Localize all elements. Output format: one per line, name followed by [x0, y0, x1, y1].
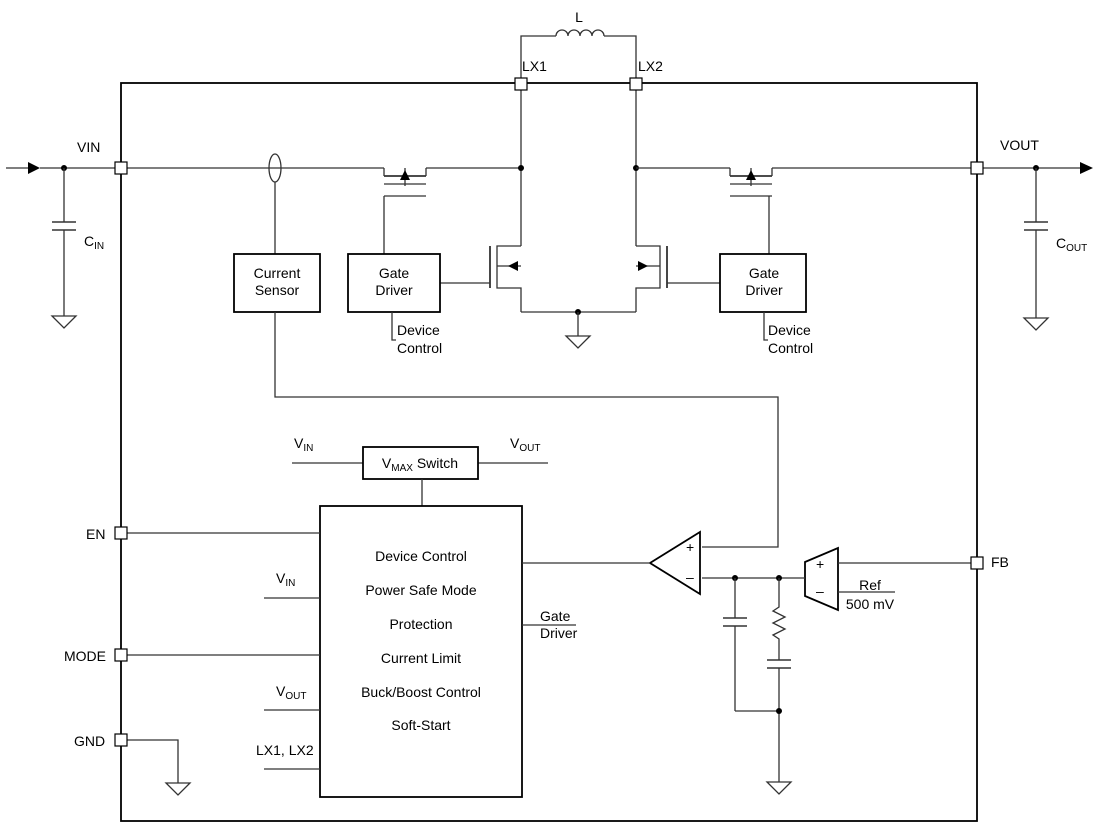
comparator-plus: + — [686, 539, 694, 555]
pin-en: EN — [86, 526, 128, 542]
cout-label: COUT — [1056, 235, 1087, 254]
pin-mode-label: MODE — [64, 648, 106, 664]
inductor-label: L — [575, 9, 583, 25]
device-control-right-line1: Device — [768, 322, 811, 338]
pin-lx1: LX1 — [514, 58, 547, 91]
pin-lx1-label: LX1 — [522, 58, 547, 74]
comparator-minus: – — [686, 569, 694, 585]
pin-en-label: EN — [86, 526, 105, 542]
vmax-switch-label: VMAX Switch — [382, 455, 458, 474]
gate-driver-left-line1: Gate — [379, 265, 410, 281]
gate-driver-right-line1: Gate — [749, 265, 780, 281]
control-gate-driver-line1: Gate — [540, 608, 571, 624]
ic-boundary — [120, 82, 978, 822]
compensation-network — [702, 575, 805, 795]
ground-icon — [1022, 317, 1050, 331]
vmax-vin-label: VIN — [294, 435, 313, 454]
pin-vin-label: VIN — [77, 139, 100, 155]
vmax-vout-label: VOUT — [510, 435, 540, 454]
function-current-limit: Current Limit — [381, 650, 461, 666]
ground-icon — [164, 782, 192, 796]
control-gate-driver-line2: Driver — [540, 625, 578, 641]
control-vout-label: VOUT — [276, 683, 306, 702]
output-pmos-switch — [636, 167, 971, 254]
pin-vout-label: VOUT — [1000, 137, 1039, 153]
pin-mode: MODE — [64, 648, 128, 664]
gate-driver-right-line2: Driver — [745, 282, 783, 298]
pin-lx2-label: LX2 — [638, 58, 663, 74]
device-control-left-line1: Device — [397, 322, 440, 338]
function-device-control: Device Control — [375, 548, 467, 564]
current-sensor-line1: Current — [254, 265, 301, 281]
pin-vin: VIN — [77, 139, 128, 175]
gate-driver-left-block — [347, 253, 441, 313]
pin-fb: FB — [970, 554, 1009, 570]
error-amp-minus: – — [816, 583, 824, 599]
function-power-safe-mode: Power Safe Mode — [365, 582, 476, 598]
pin-lx2: LX2 — [629, 58, 663, 91]
gate-driver-left-line2: Driver — [375, 282, 413, 298]
lx2-nmos-switch — [635, 245, 720, 312]
vout-output-network: COUT — [983, 162, 1093, 331]
input-pmos-switch — [383, 167, 521, 254]
function-soft-start: Soft-Start — [391, 717, 450, 733]
vmax-switch-block — [362, 446, 479, 480]
error-amplifier: + – Ref 500 mV — [804, 546, 971, 612]
current-sensor-line2: Sensor — [255, 282, 300, 298]
cin-label: CIN — [84, 233, 104, 252]
error-amp-plus: + — [816, 556, 824, 572]
control-logic-block — [319, 505, 523, 798]
lx1-nmos-switch — [440, 245, 522, 312]
gate-driver-right-block — [719, 253, 807, 313]
ref-label: Ref — [859, 577, 881, 593]
pwm-comparator: + – — [522, 530, 701, 596]
current-sensor-block — [233, 253, 321, 313]
pin-fb-label: FB — [991, 554, 1009, 570]
device-control-left-line2: Control — [397, 340, 442, 356]
inductor-l: L — [520, 9, 637, 78]
control-lx-label: LX1, LX2 — [256, 742, 314, 758]
vin-input-network: CIN — [6, 162, 115, 329]
ref-value: 500 mV — [846, 596, 895, 612]
function-buck-boost-control: Buck/Boost Control — [361, 684, 481, 700]
pin-gnd-label: GND — [74, 733, 105, 749]
device-control-right-line2: Control — [768, 340, 813, 356]
pin-gnd: GND — [74, 733, 128, 749]
ground-icon — [50, 315, 78, 329]
pin-vout: VOUT — [970, 137, 1039, 175]
ground-icon — [765, 781, 793, 795]
control-vin-label: VIN — [276, 570, 295, 589]
function-protection: Protection — [389, 616, 452, 632]
ground-icon — [564, 335, 592, 349]
